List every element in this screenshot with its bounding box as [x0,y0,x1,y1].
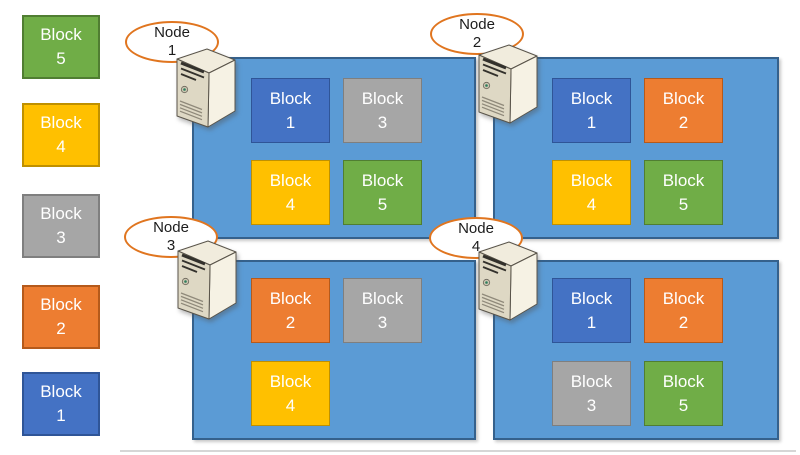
node-4-panel [493,260,779,440]
block-label: Block [40,204,82,224]
block-number: 4 [56,137,66,156]
block-label: Block [570,88,613,108]
node-label: Node [154,24,190,41]
block-number: 3 [56,228,66,247]
block-1: Block 1 [552,278,631,343]
block-5: Block 5 [343,160,422,225]
block-1: Block 1 [251,78,330,143]
node-number: 4 [471,238,481,255]
block-label: Block [40,25,82,45]
block-2: Block 2 [251,278,330,343]
block-label: Block [40,295,82,315]
block-3: Block 3 [343,78,422,143]
server-icon [176,48,236,128]
block-number: 1 [56,406,66,425]
block-number: 1 [586,312,597,332]
server-icon [478,44,538,124]
block-label: Block [269,170,312,190]
block-3: Block 3 [552,361,631,426]
block-label: Block [269,371,312,391]
node-2-panel [493,57,779,239]
node-1-panel [192,57,476,239]
block-label: Block [570,288,613,308]
node-number: 3 [166,237,176,254]
block-2: Block 2 [644,78,723,143]
block-label: Block [570,170,613,190]
block-number: 5 [56,49,66,68]
block-label: Block [269,88,312,108]
block-5: Block 5 [644,361,723,426]
block-label: Block [40,382,82,402]
block-number: 3 [586,395,597,415]
block-4: Block 4 [251,361,330,426]
node-number: 1 [167,42,177,59]
block-label: Block [662,371,705,391]
block-label: Block [269,288,312,308]
block-5-legend: Block 5 [22,15,100,79]
block-4-legend: Block 4 [22,103,100,167]
block-label: Block [40,113,82,133]
block-1: Block 1 [552,78,631,143]
block-2: Block 2 [644,278,723,343]
block-2-legend: Block 2 [22,285,100,349]
block-4: Block 4 [552,160,631,225]
server-icon [478,241,538,321]
block-number: 2 [285,312,296,332]
block-1-legend: Block 1 [22,372,100,436]
block-number: 4 [285,395,296,415]
block-label: Block [570,371,613,391]
block-number: 2 [678,312,689,332]
block-number: 2 [678,112,689,132]
block-number: 4 [586,194,597,214]
node-label: Node [458,220,494,237]
block-number: 5 [377,194,388,214]
block-label: Block [361,170,404,190]
block-number: 2 [56,319,66,338]
block-number: 5 [678,395,689,415]
block-number: 3 [377,312,388,332]
block-label: Block [662,88,705,108]
block-label: Block [662,288,705,308]
node-3-panel [192,260,476,440]
block-number: 4 [285,194,296,214]
block-label: Block [361,288,404,308]
server-icon [177,240,237,320]
block-number: 3 [377,112,388,132]
node-label: Node [153,219,189,236]
node-label: Node [459,16,495,33]
block-3-legend: Block 3 [22,194,100,258]
node-number: 2 [472,34,482,51]
block-label: Block [361,88,404,108]
block-number: 5 [678,194,689,214]
block-label: Block [662,170,705,190]
block-3: Block 3 [343,278,422,343]
block-4: Block 4 [251,160,330,225]
block-number: 1 [285,112,296,132]
block-5: Block 5 [644,160,723,225]
divider-line [120,450,796,452]
block-number: 1 [586,112,597,132]
